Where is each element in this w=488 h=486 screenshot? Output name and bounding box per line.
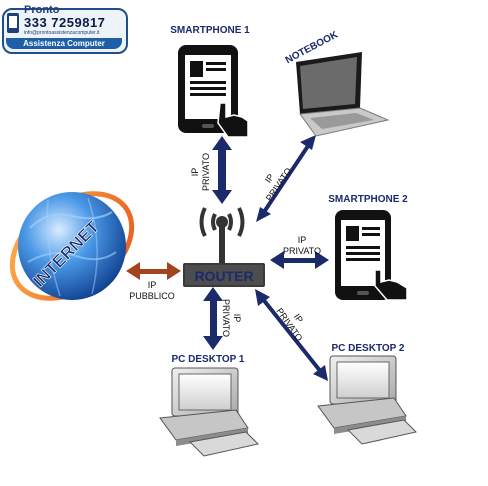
ip-label-privato: PRIVATO	[283, 246, 321, 256]
ip-label-ip: IP	[298, 235, 307, 245]
smartphone1-icon[interactable]	[178, 45, 249, 138]
badge-email[interactable]: info@prontoassistenzacomputer.it	[24, 30, 100, 36]
link-smartphone2	[270, 251, 329, 269]
ip-label-smartphone2: IP PRIVATO	[283, 235, 321, 256]
pc2-label: PC DESKTOP 2	[332, 343, 405, 354]
ip-label-privato: PRIVATO	[221, 299, 231, 337]
badge-phone-number[interactable]: 333 7259817	[24, 15, 106, 30]
ip-label-ip: IP	[190, 168, 200, 177]
badge-brand: Pronto	[24, 4, 60, 16]
link-smartphone1	[212, 136, 232, 204]
pc1-label: PC DESKTOP 1	[172, 354, 245, 365]
notebook-icon[interactable]	[296, 52, 390, 137]
router-icon[interactable]	[183, 207, 265, 287]
pc2-icon[interactable]	[317, 355, 417, 445]
ip-label-internet: IP PUBBLICO	[129, 280, 175, 301]
link-internet	[126, 262, 181, 280]
ip-label-pubblico: PUBBLICO	[129, 291, 175, 301]
link-pc2	[255, 289, 328, 381]
ip-label-notebook: IP PRIVATO	[263, 166, 294, 203]
link-notebook	[256, 135, 316, 222]
smartphone2-icon[interactable]	[335, 210, 408, 301]
ip-label-privato: PRIVATO	[201, 153, 211, 191]
pc1-icon[interactable]	[159, 367, 259, 457]
router-label: ROUTER	[194, 268, 253, 284]
phone-icon	[7, 13, 19, 33]
smartphone2-label: SMARTPHONE 2	[328, 194, 408, 205]
link-pc1	[203, 287, 223, 350]
ip-label-smartphone1: IP PRIVATO	[190, 153, 211, 191]
ip-label-privato: PRIVATO	[264, 166, 294, 203]
ip-label-pc1: IP PRIVATO	[221, 299, 242, 337]
internet-globe-icon[interactable]	[0, 172, 151, 320]
badge-subtitle: Assistenza Computer	[6, 38, 122, 49]
smartphone1-label: SMARTPHONE 1	[170, 25, 250, 36]
ip-label-ip: IP	[148, 280, 157, 290]
ip-label-ip: IP	[232, 314, 242, 323]
contact-badge: Pronto 333 7259817 info@prontoassistenza…	[2, 2, 128, 54]
